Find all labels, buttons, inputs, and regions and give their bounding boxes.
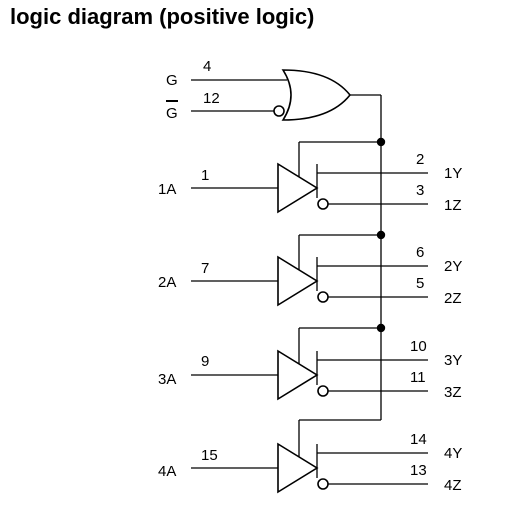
z-output-label: 1Z [444, 197, 462, 214]
y-output-label: 3Y [444, 352, 462, 369]
y-pin-number: 2 [416, 151, 424, 168]
channel-input-pin: 1 [201, 167, 209, 184]
channel-input-label: 2A [158, 274, 176, 291]
g-pin-number: 4 [203, 58, 211, 75]
page-title: logic diagram (positive logic) [10, 4, 315, 29]
z-inversion-bubble [317, 291, 329, 303]
y-pin-number: 6 [416, 244, 424, 261]
y-output-label: 1Y [444, 165, 462, 182]
or-gate [281, 69, 352, 121]
channel-input-label: 1A [158, 181, 176, 198]
z-output-label: 4Z [444, 477, 462, 494]
channel-input-pin: 7 [201, 260, 209, 277]
z-pin-number: 13 [410, 462, 427, 479]
y-output-label: 4Y [444, 445, 462, 462]
buffer-driver [277, 255, 319, 307]
z-pin-number: 5 [416, 275, 424, 292]
channel-input-pin: 9 [201, 353, 209, 370]
y-pin-number: 14 [410, 431, 427, 448]
buffer-driver [277, 162, 319, 214]
channel-1: 1A 1 2 1Y 3 1Z [158, 141, 462, 214]
gbar-inversion-bubble [273, 105, 285, 117]
channel-input-pin: 15 [201, 447, 218, 464]
z-output-label: 2Z [444, 290, 462, 307]
channel-input-label: 3A [158, 371, 176, 388]
z-output-label: 3Z [444, 384, 462, 401]
z-pin-number: 3 [416, 182, 424, 199]
channel-3: 3A 9 10 3Y 11 3Z [158, 327, 462, 401]
gbar-pin-number: 12 [203, 90, 220, 107]
channel-2: 2A 7 6 2Y 5 2Z [158, 234, 462, 307]
y-pin-number: 10 [410, 338, 427, 355]
z-inversion-bubble [317, 478, 329, 490]
channel-input-label: 4A [158, 463, 176, 480]
buffer-driver [277, 442, 319, 494]
buffer-driver [277, 349, 319, 401]
g-label: G [166, 72, 178, 89]
y-output-label: 2Y [444, 258, 462, 275]
gbar-label: G [166, 105, 178, 122]
channel-4: 4A 15 14 4Y 13 4Z [158, 420, 462, 494]
z-pin-number: 11 [410, 369, 426, 386]
z-inversion-bubble [317, 198, 329, 210]
z-inversion-bubble [317, 385, 329, 397]
